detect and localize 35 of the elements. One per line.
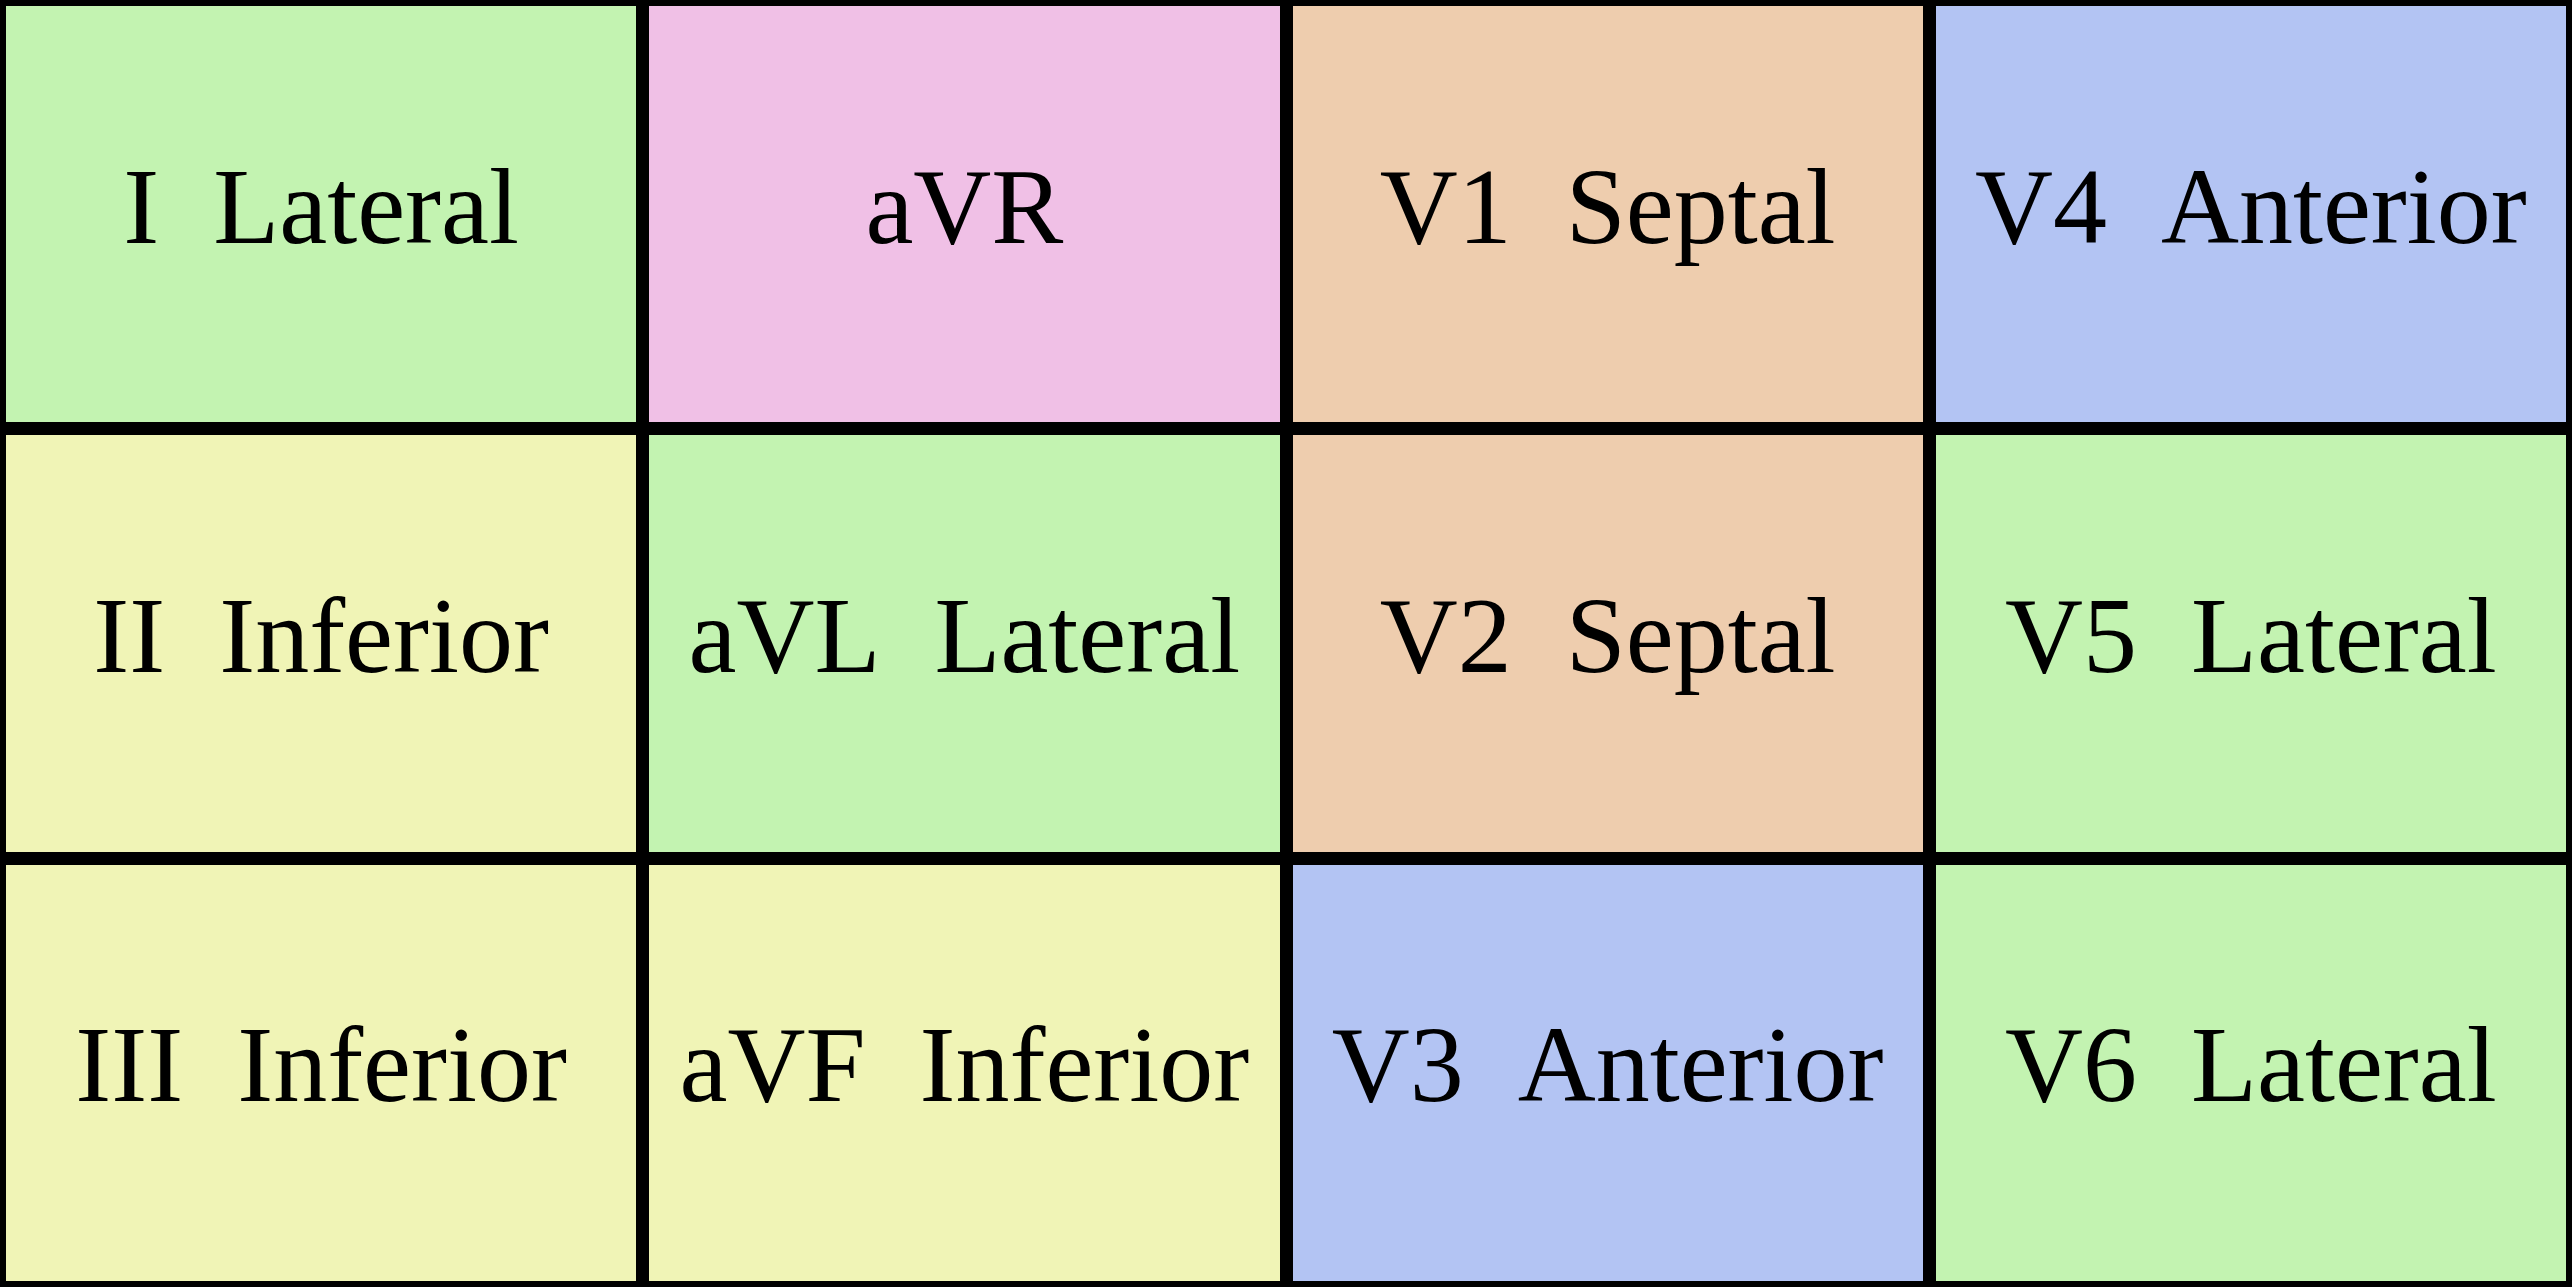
lead-name: V6 [2005, 1006, 2137, 1126]
region-label: Lateral [934, 577, 1241, 696]
lead-tile [1935, 6, 2566, 423]
lead-tile [1935, 864, 2566, 1281]
lead-name: I [123, 147, 160, 267]
lead-name: V4 [1974, 147, 2107, 267]
lead-name: II [93, 577, 166, 696]
region-label: Inferior [219, 577, 549, 696]
lead-name: V5 [2005, 577, 2137, 696]
lead-name: III [75, 1006, 184, 1126]
lead-tile [649, 864, 1280, 1281]
lead-name: aVF [679, 1006, 866, 1126]
lead-tile [649, 435, 1280, 852]
lead-tile [1292, 435, 1923, 852]
lead-tile [1292, 864, 1923, 1281]
lead-name: aVL [688, 577, 881, 696]
lead-tile [1935, 435, 2566, 852]
region-label: Septal [1565, 147, 1836, 267]
region-label: Lateral [2191, 577, 2497, 696]
lead-tile [1292, 6, 1923, 423]
lead-tile [6, 435, 637, 852]
region-label: Anterior [1517, 1006, 1884, 1126]
lead-name: aVR [865, 147, 1064, 267]
lead-name: V1 [1379, 147, 1512, 267]
lead-tile [6, 6, 637, 423]
region-label: Inferior [237, 1006, 567, 1126]
region-label: Inferior [919, 1006, 1250, 1126]
lead-name: V2 [1379, 577, 1512, 696]
lead-name: V3 [1331, 1006, 1464, 1126]
region-label: Lateral [2191, 1006, 2497, 1126]
lead-tile [649, 6, 1280, 423]
lead-tile [6, 864, 637, 1281]
region-label: Septal [1565, 577, 1836, 696]
region-label: Anterior [2160, 147, 2527, 267]
region-label: Lateral [213, 147, 519, 267]
